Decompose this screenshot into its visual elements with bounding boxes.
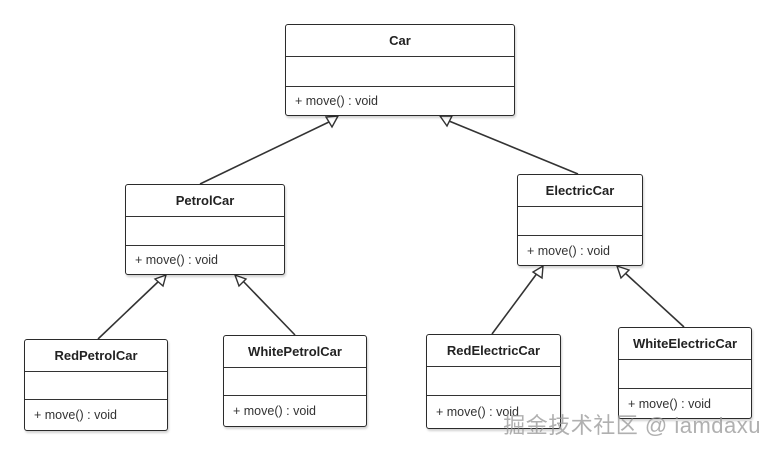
generalization-whiteelectriccar-electriccar [615, 264, 685, 328]
attributes-compartment [224, 368, 366, 396]
class-redpetrolcar: RedPetrolCar + move() : void [24, 339, 168, 431]
class-whitepetrolcar: WhitePetrolCar + move() : void [223, 335, 367, 427]
operation-move: + move() : void [295, 94, 379, 108]
class-car: Car + move() : void [285, 24, 515, 116]
operation-move: + move() : void [233, 404, 317, 418]
class-name: WhitePetrolCar [224, 336, 366, 368]
attributes-compartment [25, 372, 167, 400]
generalization-electriccar-car [438, 115, 579, 175]
generalization-redelectriccar-electriccar [491, 264, 544, 335]
class-name: PetrolCar [126, 185, 284, 217]
attributes-compartment [427, 367, 560, 396]
class-name: RedElectricCar [427, 335, 560, 367]
class-petrolcar: PetrolCar + move() : void [125, 184, 285, 275]
class-redelectriccar: RedElectricCar + move() : void [426, 334, 561, 429]
class-name: ElectricCar [518, 175, 642, 207]
class-electriccar: ElectricCar + move() : void [517, 174, 643, 266]
generalization-whitepetrolcar-petrolcar [233, 273, 296, 336]
class-name: WhiteElectricCar [619, 328, 751, 360]
class-name: RedPetrolCar [25, 340, 167, 372]
attributes-compartment [518, 207, 642, 236]
operation-move: + move() : void [628, 396, 712, 411]
operation-move: + move() : void [135, 253, 219, 267]
operation-move: + move() : void [527, 243, 611, 258]
generalization-redpetrolcar-petrolcar [97, 273, 168, 340]
attributes-compartment [126, 217, 284, 246]
attributes-compartment [619, 360, 751, 389]
attributes-compartment [286, 57, 514, 87]
operation-move: + move() : void [34, 408, 118, 422]
operation-move: + move() : void [436, 405, 520, 419]
class-name: Car [286, 25, 514, 57]
watermark-text: 掘金技术社区 @ iamdaxu [503, 413, 761, 438]
generalization-petrolcar-car [199, 115, 340, 185]
class-whiteelectriccar: WhiteElectricCar + move() : void [618, 327, 752, 419]
